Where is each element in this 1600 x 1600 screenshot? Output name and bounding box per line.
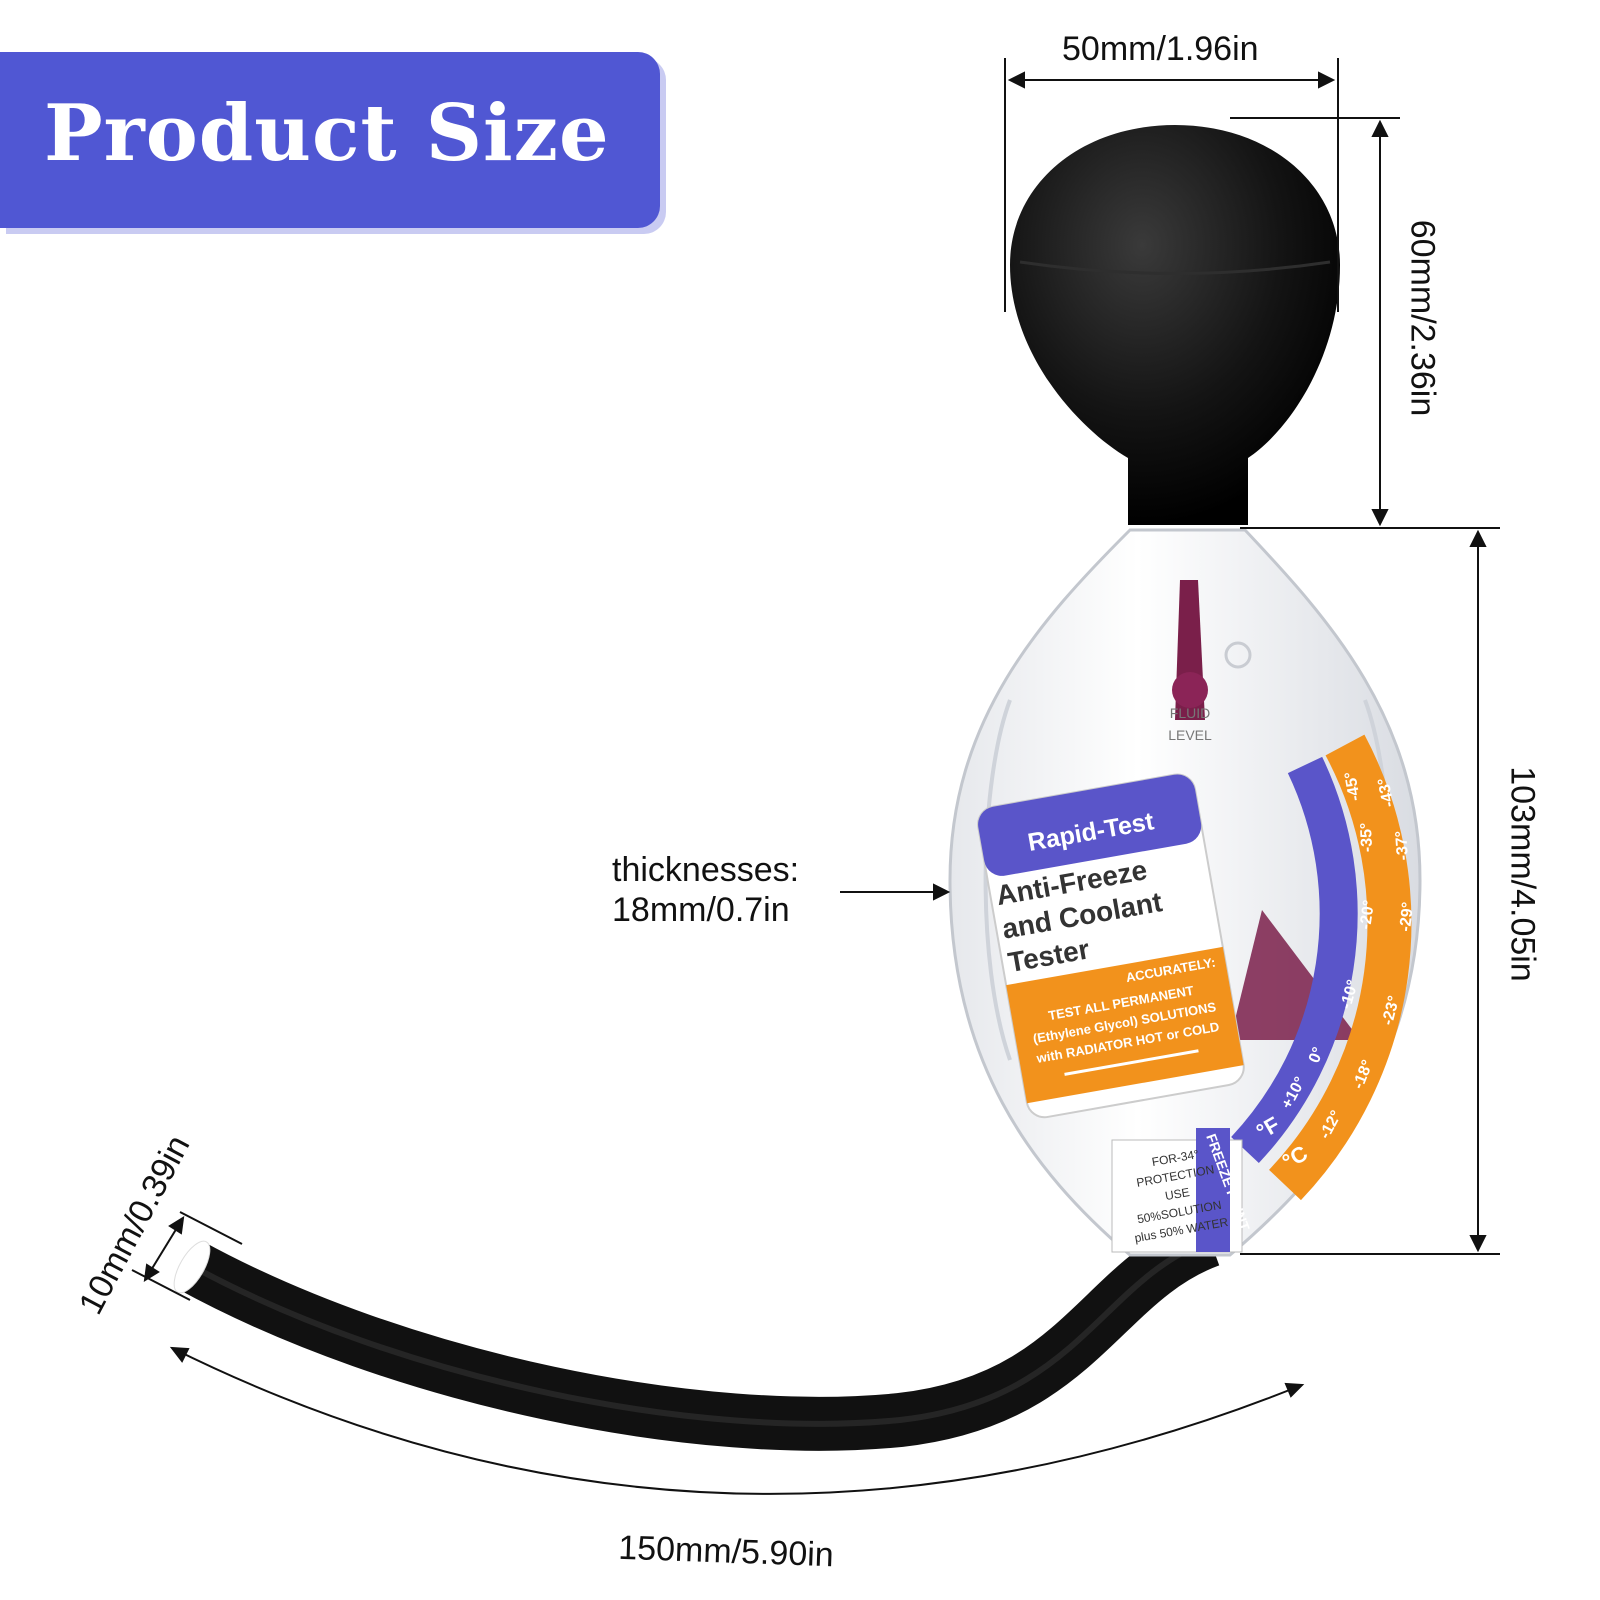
- f-tick-2: 0°: [1306, 1045, 1327, 1066]
- celsius-scale-band: [1269, 734, 1412, 1201]
- f-tick-1: +10°: [1279, 1074, 1310, 1112]
- c-tick-6: -43°: [1375, 776, 1398, 808]
- c-tick-5: -37°: [1393, 830, 1412, 861]
- fluid-level-line1: FLUID: [1170, 705, 1210, 721]
- protection-line3: USE: [1164, 1185, 1191, 1203]
- f-tick-6: -45°: [1342, 770, 1364, 802]
- thickness-title: thicknesses:: [612, 851, 800, 889]
- rubber-bulb: [1010, 125, 1340, 525]
- f-tick-3: -10°: [1338, 978, 1362, 1011]
- scale-f-unit: °F: [1252, 1112, 1284, 1145]
- protection-line2: PROTECTION: [1135, 1162, 1215, 1189]
- thickness-value: 18mm/0.7in: [612, 891, 790, 929]
- thickness-label: thicknesses: 18mm/0.7in: [612, 850, 799, 930]
- bulb-width-label: 50mm/1.96in: [1062, 30, 1259, 68]
- scale-c-unit: °C: [1278, 1140, 1312, 1174]
- fahrenheit-scale-band: [1231, 756, 1358, 1164]
- banner-title: Product Size: [44, 88, 610, 179]
- f-tick-5: -35°: [1358, 822, 1376, 852]
- fluid-level-line2: LEVEL: [1168, 727, 1212, 743]
- protection-note: [1111, 1128, 1243, 1253]
- c-tick-1: -12°: [1317, 1108, 1346, 1142]
- c-tick-2: -18°: [1350, 1058, 1377, 1092]
- product-size-banner: Product Size: [0, 52, 660, 228]
- c-tick-3: -23°: [1379, 994, 1403, 1027]
- f-tick-4: -20°: [1357, 899, 1378, 931]
- c-tick-4: -29°: [1397, 901, 1417, 932]
